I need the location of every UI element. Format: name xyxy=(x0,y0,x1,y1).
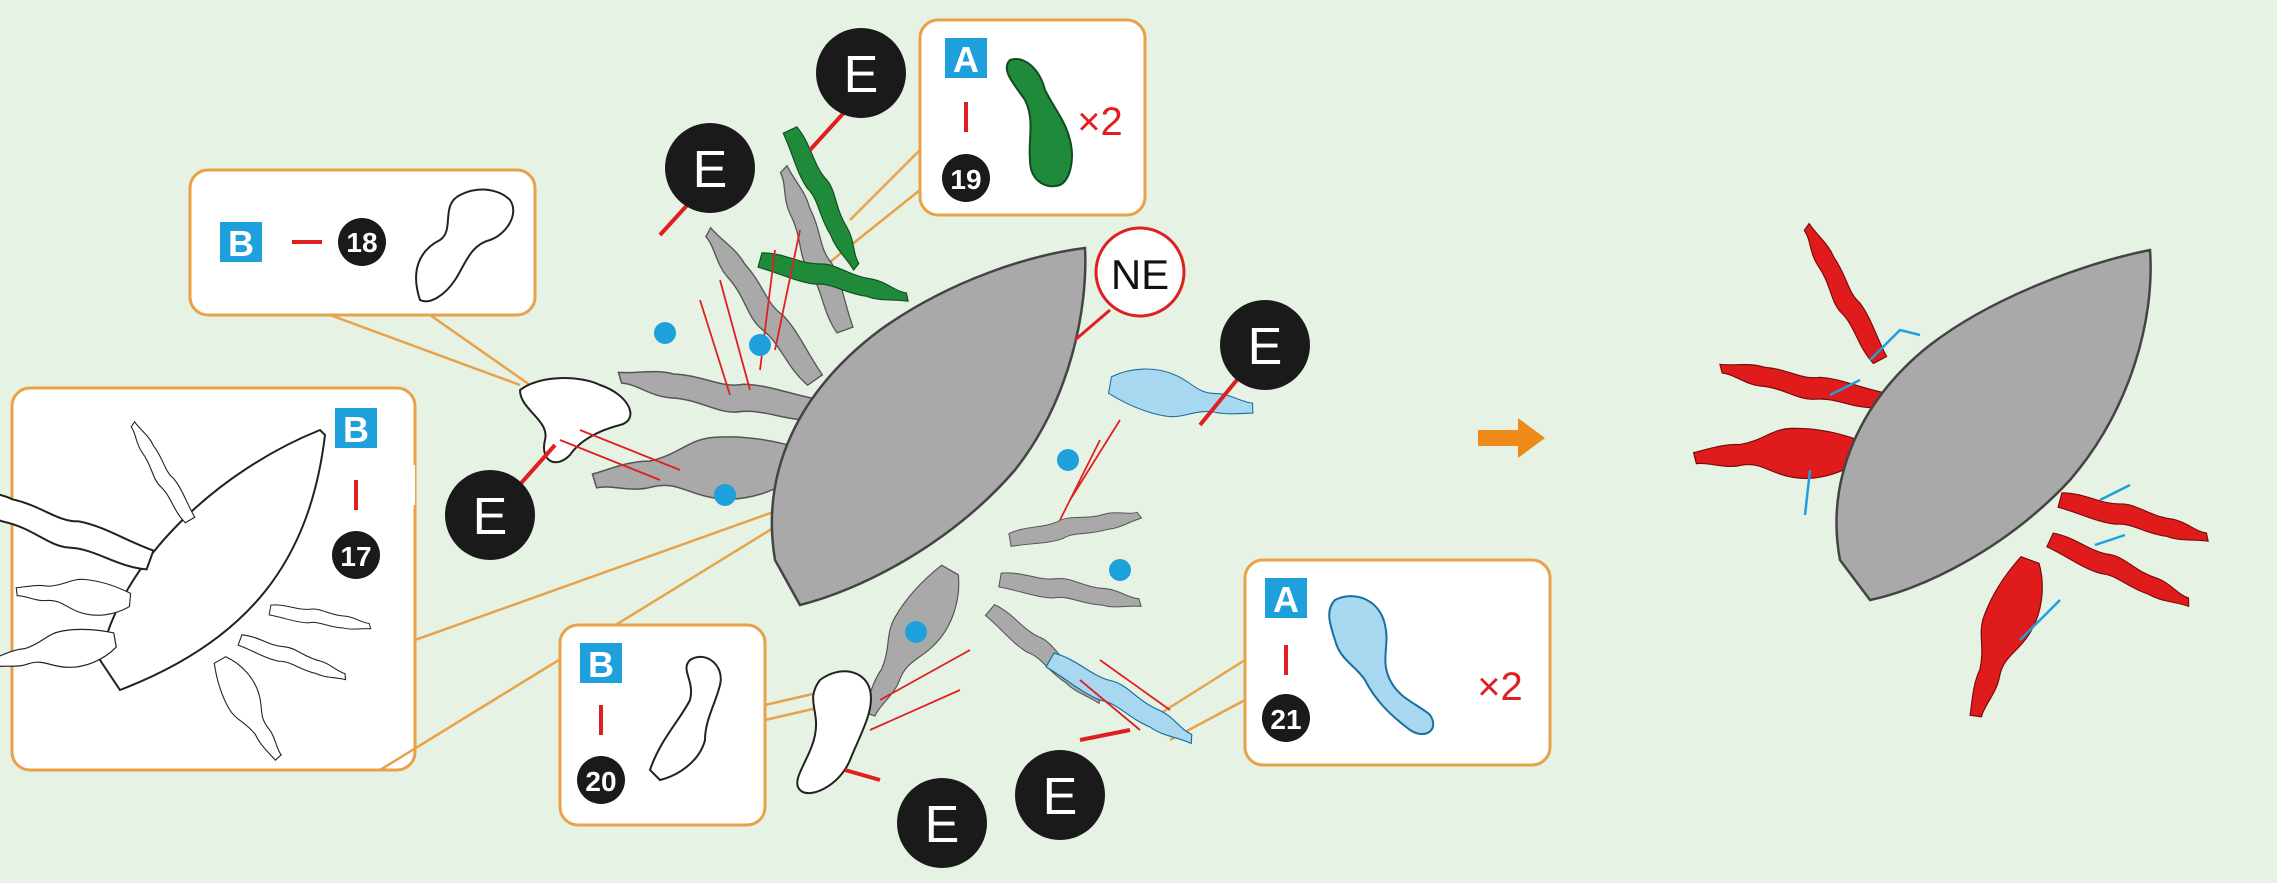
marker-ne: NE xyxy=(1074,226,1186,342)
outline-ship-b17 xyxy=(0,418,373,768)
marker-e-1: E xyxy=(808,28,906,152)
outline-part-b18 xyxy=(415,188,515,303)
result-assembly xyxy=(1692,218,2213,727)
letter-badge-b20: B xyxy=(588,644,614,685)
marker-e-6: E xyxy=(844,768,987,868)
lightblue-part-a21 xyxy=(1328,595,1435,735)
svg-text:E: E xyxy=(844,46,879,104)
multiplier-a19: ×2 xyxy=(1077,100,1123,144)
callout-b20: B 20 xyxy=(558,623,831,827)
arrow-right-icon xyxy=(1478,418,1545,458)
letter-badge-a19: A xyxy=(953,39,979,80)
ship-body xyxy=(770,246,1087,607)
marker-e-5: E xyxy=(1015,728,1131,840)
marker-e-4: E xyxy=(1198,300,1310,427)
result-ship-body xyxy=(1835,248,2152,602)
letter-badge-b18: B xyxy=(228,223,254,264)
number-badge-b17: 17 xyxy=(340,541,371,572)
svg-text:E: E xyxy=(1043,768,1078,826)
callout-a19: A 19 ×2 xyxy=(819,18,1147,271)
number-badge-b20: 20 xyxy=(585,766,616,797)
svg-text:E: E xyxy=(1248,318,1283,376)
outline-part-b20 xyxy=(648,655,722,782)
marker-e-2: E xyxy=(658,123,755,237)
marker-e-3: E xyxy=(445,443,557,560)
svg-text:E: E xyxy=(693,141,728,199)
callout-b17: B 17 xyxy=(0,386,836,772)
number-badge-a21: 21 xyxy=(1270,704,1301,735)
callout-b18: B 18 xyxy=(188,168,537,387)
letter-badge-b17: B xyxy=(343,409,369,450)
multiplier-a21: ×2 xyxy=(1477,665,1523,709)
callout-a21: A 21 ×2 xyxy=(1149,558,1552,767)
number-badge-a19: 19 xyxy=(950,164,981,195)
svg-text:NE: NE xyxy=(1111,251,1169,298)
svg-text:E: E xyxy=(925,796,960,854)
main-assembly xyxy=(518,123,1258,795)
letter-badge-a21: A xyxy=(1273,579,1299,620)
svg-text:E: E xyxy=(473,488,508,546)
number-badge-b18: 18 xyxy=(346,227,377,258)
green-part-a19 xyxy=(1005,58,1073,188)
